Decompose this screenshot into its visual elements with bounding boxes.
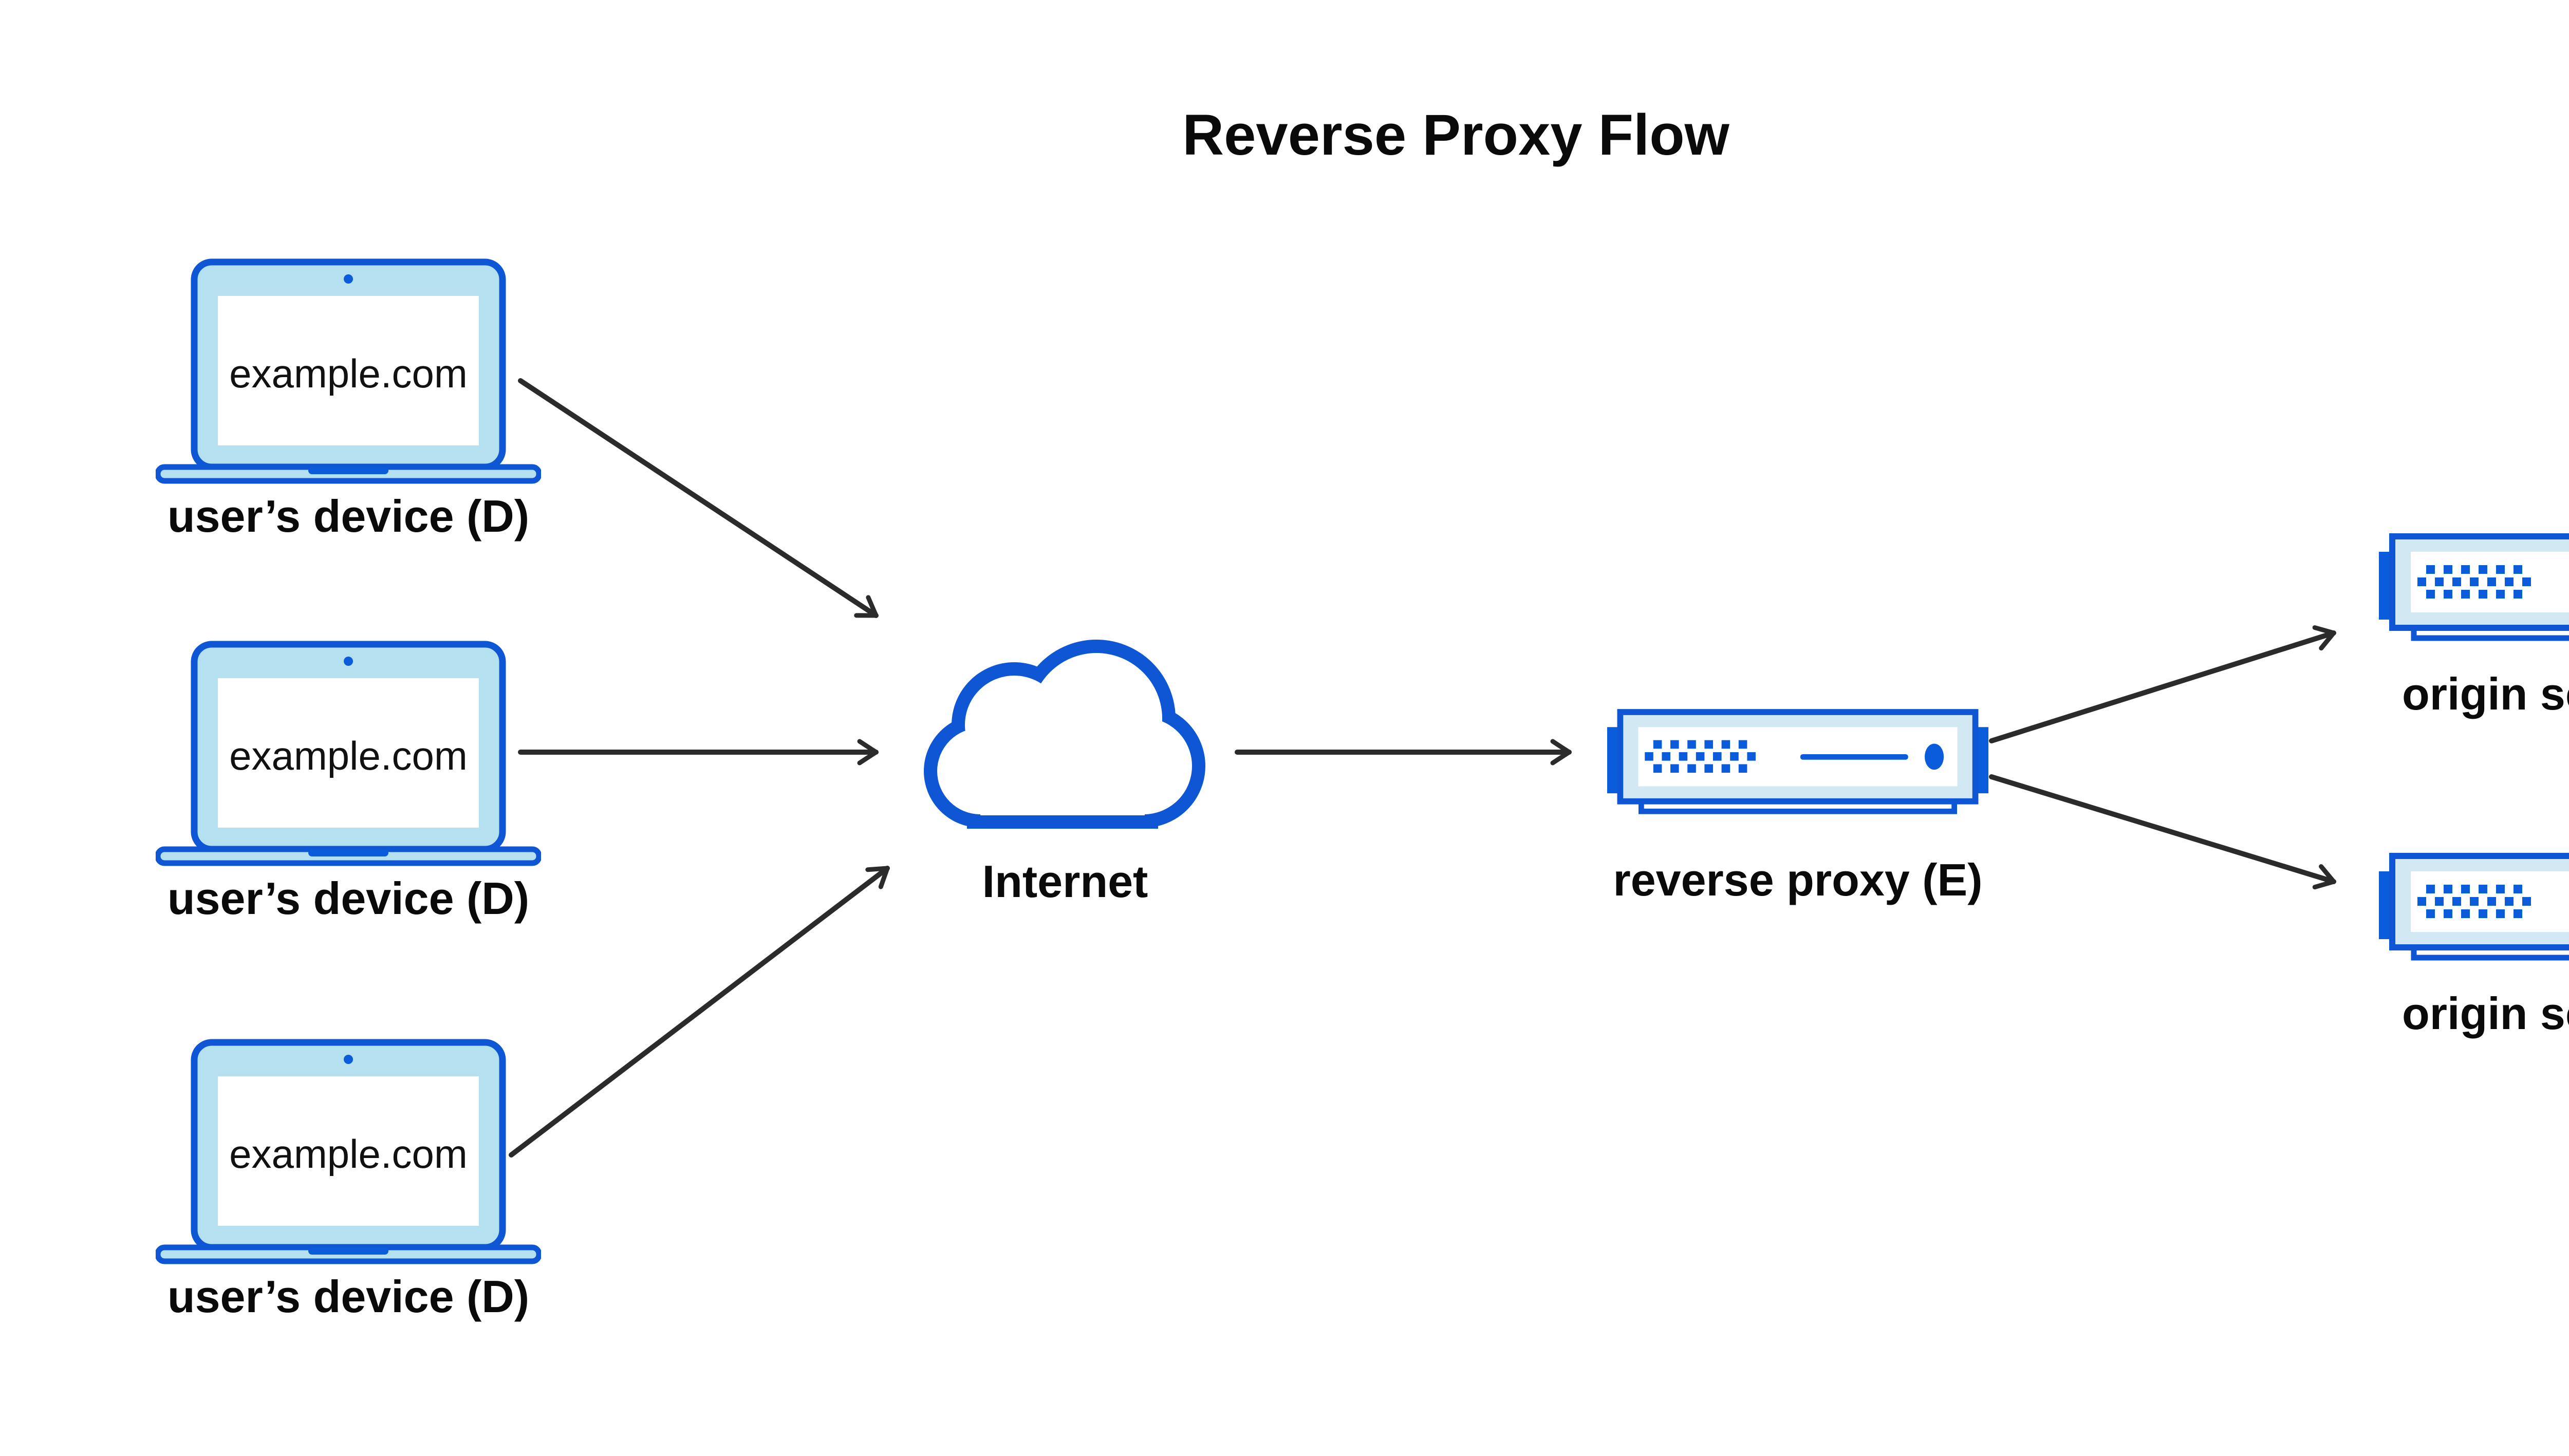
internet-label: Internet xyxy=(982,856,1148,907)
server-icon xyxy=(2379,853,2569,966)
cloud-icon xyxy=(919,639,1212,831)
device-screen-url: example.com xyxy=(229,1131,468,1177)
node-user-device-2: example.com user’s device (D) xyxy=(156,640,541,954)
device-label: user’s device (D) xyxy=(167,1271,530,1322)
device-label: user’s device (D) xyxy=(167,873,530,924)
origin-server-label: origin server (F) xyxy=(2402,668,2569,719)
node-user-device-3: example.com user’s device (D) xyxy=(156,1038,541,1352)
origin-server-label: origin server (F) xyxy=(2402,988,2569,1039)
arrow-device3-to-internet xyxy=(509,866,890,1158)
node-origin-server-2: origin server (F) xyxy=(2379,853,2569,1058)
page-title: Reverse Proxy Flow xyxy=(1182,103,1729,167)
node-origin-server-1: origin server (F) xyxy=(2379,533,2569,739)
server-icon xyxy=(2379,533,2569,646)
node-reverse-proxy: reverse proxy (E) xyxy=(1607,709,1988,925)
arrow-proxy-to-origin2 xyxy=(1989,774,2336,890)
arrow-device1-to-internet xyxy=(518,378,879,618)
node-internet: Internet xyxy=(919,639,1212,916)
arrow-proxy-to-origin1 xyxy=(1989,625,2336,743)
device-label: user’s device (D) xyxy=(167,491,530,542)
reverse-proxy-label: reverse proxy (E) xyxy=(1613,854,1983,905)
device-screen-url: example.com xyxy=(229,351,468,396)
device-screen-url: example.com xyxy=(229,733,468,778)
server-icon xyxy=(1607,709,1988,819)
node-user-device-1: example.com user’s device (D) xyxy=(156,258,541,571)
